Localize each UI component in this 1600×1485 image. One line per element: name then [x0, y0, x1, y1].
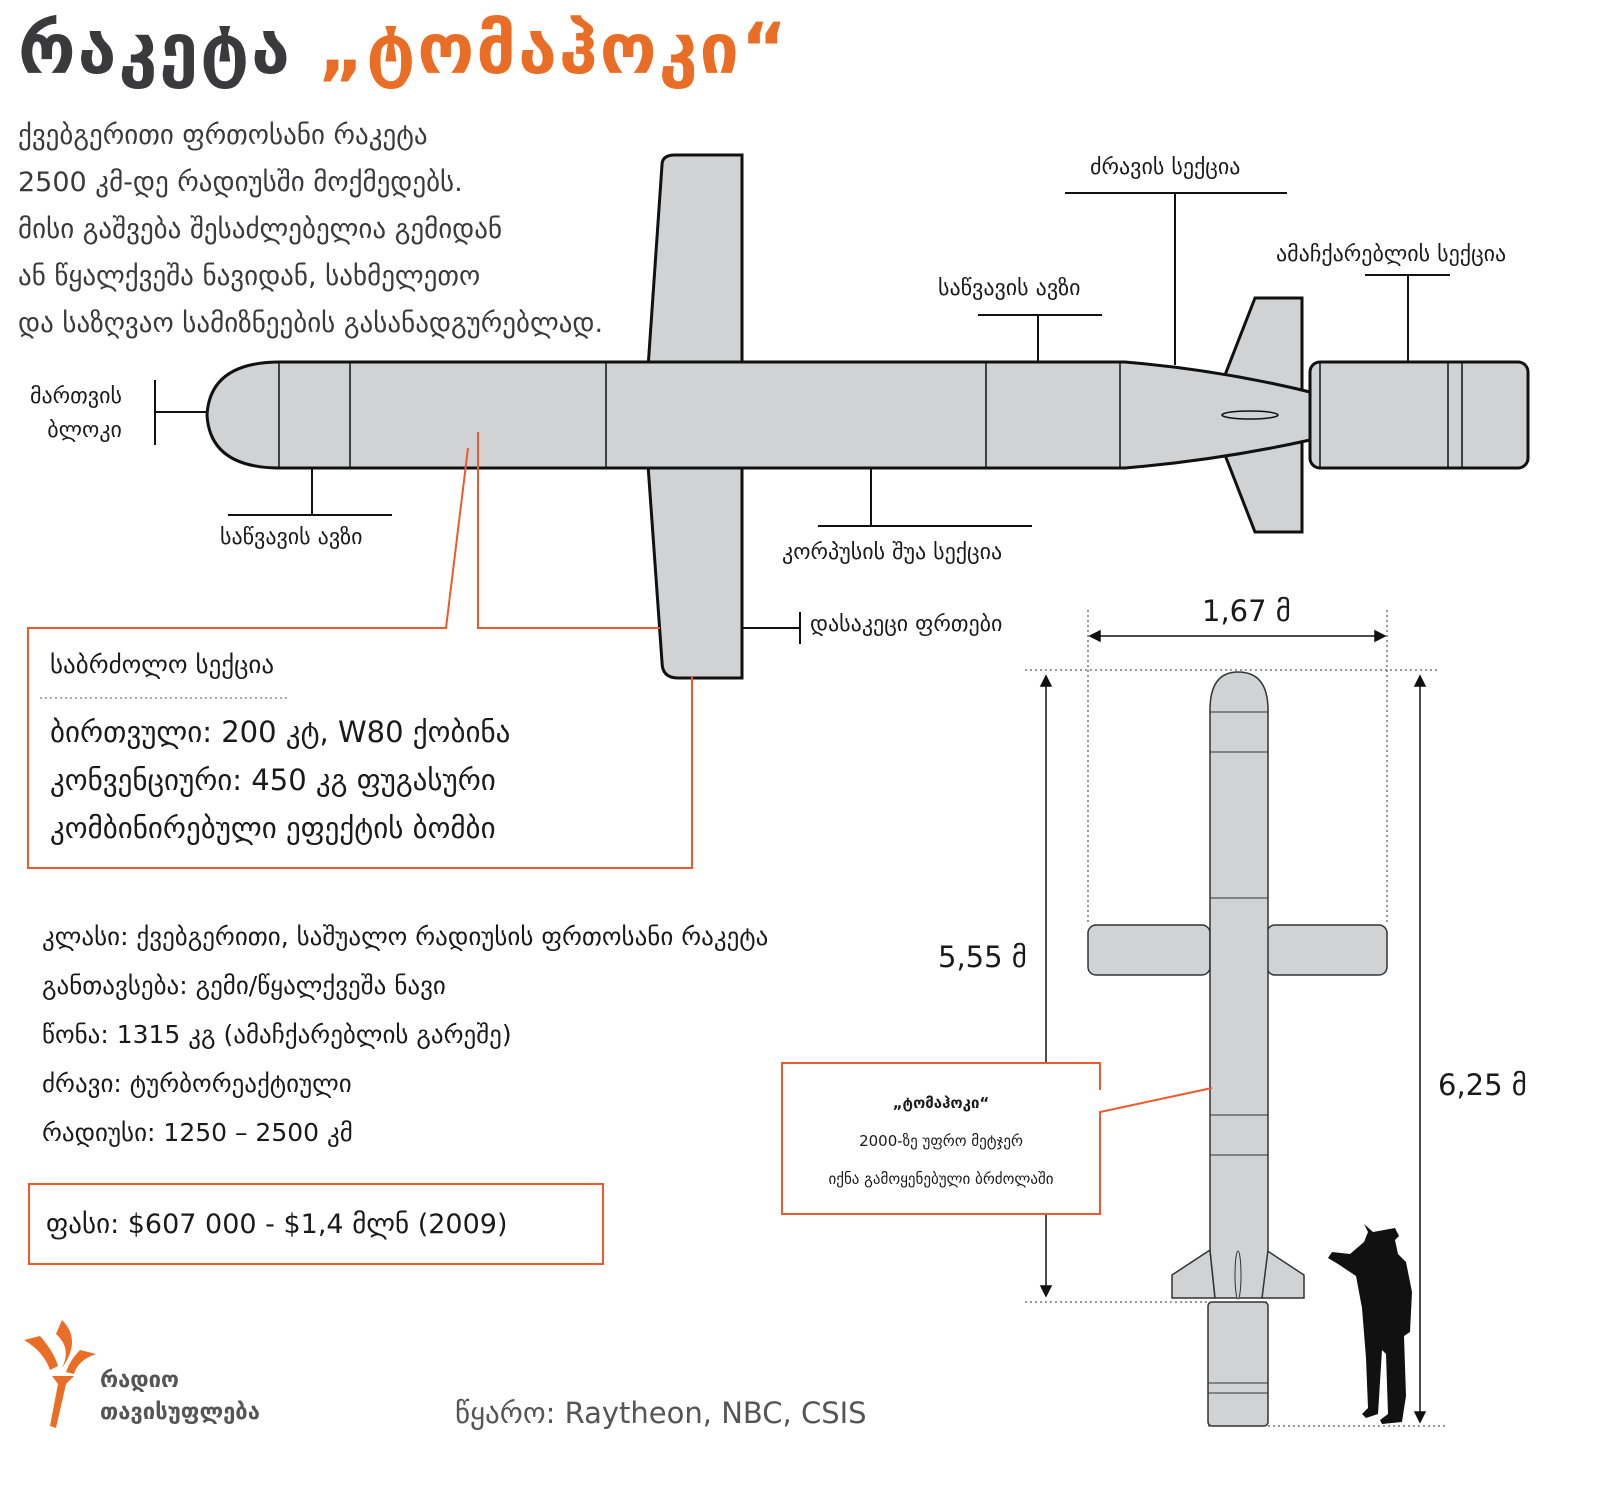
- label-booster: ამაჩქარებლის სექცია: [1276, 242, 1507, 267]
- warhead-title: საბრძოლო სექცია: [50, 650, 275, 679]
- dimension-arrows: [1039, 629, 1427, 1424]
- soldier-silhouette: [1328, 1224, 1412, 1424]
- missile-side-view: [205, 153, 1530, 680]
- label-fuel-tank-front: საწვავის ავზი: [220, 525, 363, 550]
- dimension-length-booster: 6,25 მ: [1438, 1068, 1527, 1102]
- label-engine: ძრავის სექცია: [1090, 155, 1241, 180]
- price-box: ფასი: $607 000 - $1,4 მლნ (2009): [28, 1183, 604, 1265]
- label-fuel-tank-rear: საწვავის ავზი: [938, 276, 1081, 301]
- price-text: ფასი: $607 000 - $1,4 მლნ (2009): [46, 1209, 508, 1240]
- missile-top-view: [1087, 671, 1388, 1427]
- page-title: რაკეტა „ტომაჰოკი“: [18, 8, 789, 90]
- dimension-guides: [1025, 610, 1448, 1427]
- spec-list: კლასი: ქვებგერითი, საშუალო რადიუსის ფრთო…: [42, 922, 769, 1147]
- leader-lines: [154, 192, 1450, 644]
- warhead-callout-outline: [27, 432, 693, 869]
- dimension-length: 5,55 მ: [938, 940, 1027, 974]
- source-text: წყარო: Raytheon, NBC, CSIS: [455, 1396, 867, 1430]
- callout-outline: [781, 1062, 1213, 1215]
- logo-flame-icon: [24, 1320, 96, 1428]
- label-wings: დასაკეცი ფრთები: [810, 612, 1003, 637]
- label-mid-body: კორპუსის შუა სექცია: [782, 540, 1003, 565]
- dimension-wingspan: 1,67 მ: [1202, 594, 1291, 628]
